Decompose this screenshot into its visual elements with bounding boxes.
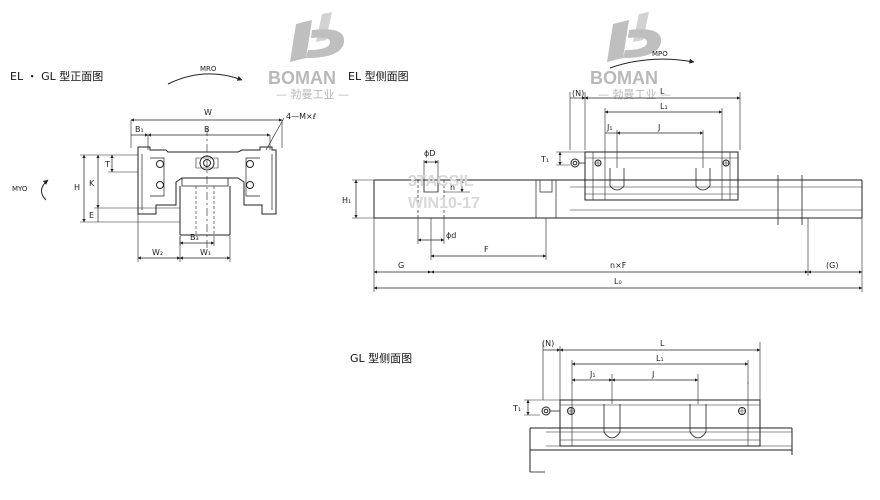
dim-l1-label: L₁ (660, 102, 668, 111)
dim-f-label: F (484, 245, 489, 254)
dim-k-label: K (89, 179, 95, 188)
dim-b1-label: B₁ (135, 125, 144, 134)
dim-w1-label: W₁ (200, 248, 211, 257)
overlay-model-text: 3TACSIL (408, 173, 474, 190)
dim-g-label: G (398, 261, 404, 270)
moment-arrow-icon (41, 179, 49, 201)
watermark-brand: BOMAN (268, 68, 336, 88)
dim-w-label: W (204, 108, 212, 117)
watermark-left: BOMAN — 勃曼工业 — (268, 12, 349, 101)
dim-nf-label: n×F (610, 261, 627, 270)
dim-j-label: J (657, 123, 660, 132)
gl-dim-l1-label: L₁ (656, 354, 664, 363)
overlay-code-text: WIN10-17 (408, 195, 480, 212)
gl-dim-l-label: L (660, 339, 665, 348)
dim-l0-label: L₀ (614, 277, 622, 286)
dim-g-paren-label: (G) (826, 261, 838, 270)
dim-t1-label: T₁ (540, 155, 549, 164)
dim-t-label: T (104, 160, 110, 169)
dim-n-label: (N) (572, 89, 584, 98)
moment-mro-label: MRO (200, 65, 217, 73)
dim-b3-label: B₃ (190, 233, 199, 242)
thread-callout-label: 4—M×ℓ (286, 112, 316, 121)
gl-dim-t1-label: T₁ (512, 404, 521, 413)
el-side-view-drawing (352, 58, 863, 292)
dim-j1-label: J₁ (606, 123, 613, 132)
gl-dim-n-label: (N) (542, 339, 554, 348)
dim-b-label: B (204, 125, 210, 134)
watermark-brand: BOMAN (590, 68, 658, 88)
dim-h1-label: H₁ (342, 196, 351, 205)
dim-l-label: L (660, 87, 665, 96)
moment-arrow-icon (167, 73, 243, 85)
brand-logo-icon (607, 12, 662, 62)
gl-side-view-title: GL 型侧面图 (350, 351, 412, 365)
gl-dim-j-label: J (651, 370, 654, 379)
gl-side-view-drawing (524, 342, 793, 473)
dim-e-label: E (89, 211, 94, 220)
moment-arrow-icon (609, 58, 695, 69)
watermark-subtitle: — 勃曼工业 — (276, 88, 349, 101)
dim-w2-label: W₂ (152, 248, 163, 257)
brand-logo-icon (290, 12, 345, 62)
moment-myo-label: MYO (12, 185, 28, 193)
dim-h-label: h (450, 183, 455, 192)
watermark-right: BOMAN — 勃曼工业 — (590, 12, 671, 101)
dim-h-label: H (74, 183, 80, 192)
moment-mpo-label: MPO (652, 50, 668, 58)
front-view-title: EL ・ GL 型正面图 (10, 69, 103, 83)
front-view-drawing (41, 73, 285, 262)
dim-phid-lower-label: ϕd (446, 231, 456, 240)
gl-dim-j1-label: J₁ (589, 370, 596, 379)
dim-phid-upper-label: ϕD (424, 149, 435, 158)
el-side-view-title: EL 型侧面图 (348, 69, 409, 83)
